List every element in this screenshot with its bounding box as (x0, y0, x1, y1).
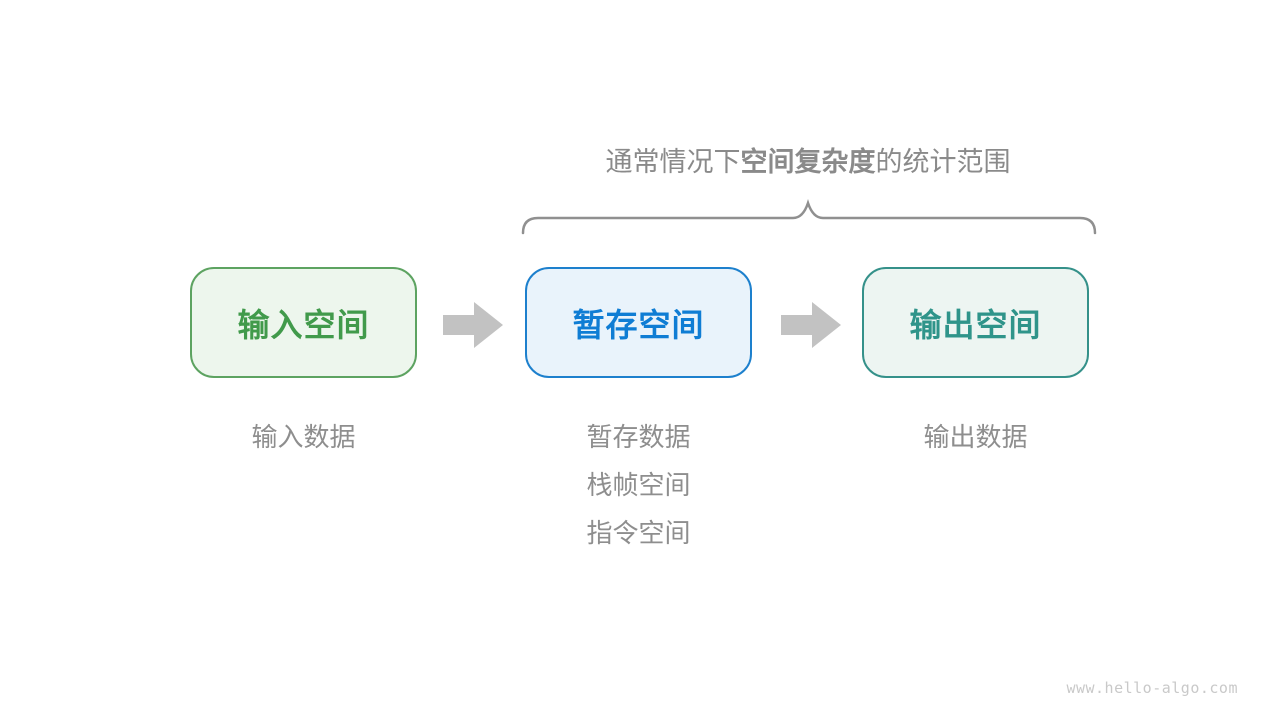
title-text-prefix: 通常情况下 (605, 147, 741, 177)
diagram-title: 通常情况下空间复杂度的统计范围 (518, 146, 1098, 178)
caption-line: 栈帧空间 (586, 470, 691, 500)
caption-line: 暂存数据 (586, 422, 691, 452)
caption-line: 指令空间 (586, 518, 691, 548)
arrow-right-icon (781, 302, 841, 348)
title-text-suffix: 的统计范围 (875, 147, 1011, 177)
title-text-bold: 空间复杂度 (740, 147, 876, 177)
watermark: www.hello-algo.com (1066, 679, 1238, 697)
arrow-right-icon (443, 302, 503, 348)
caption-line: 输入数据 (251, 422, 356, 452)
box-temp-space-label: 暂存空间 (572, 306, 705, 343)
caption-temp-space: 暂存数据 栈帧空间 指令空间 (525, 413, 752, 557)
curly-brace-shape (521, 199, 1097, 235)
box-input-space: 输入空间 (190, 267, 417, 378)
box-temp-space: 暂存空间 (525, 267, 752, 378)
box-output-space-label: 输出空间 (909, 306, 1042, 343)
caption-output-space: 输出数据 (862, 413, 1089, 461)
arrow-right-shape (443, 302, 503, 348)
caption-input-space: 输入数据 (190, 413, 417, 461)
curly-brace-path (521, 199, 1097, 235)
box-input-space-label: 输入空间 (237, 306, 370, 343)
box-output-space: 输出空间 (862, 267, 1089, 378)
caption-line: 输出数据 (923, 422, 1028, 452)
arrow-right-shape (781, 302, 841, 348)
